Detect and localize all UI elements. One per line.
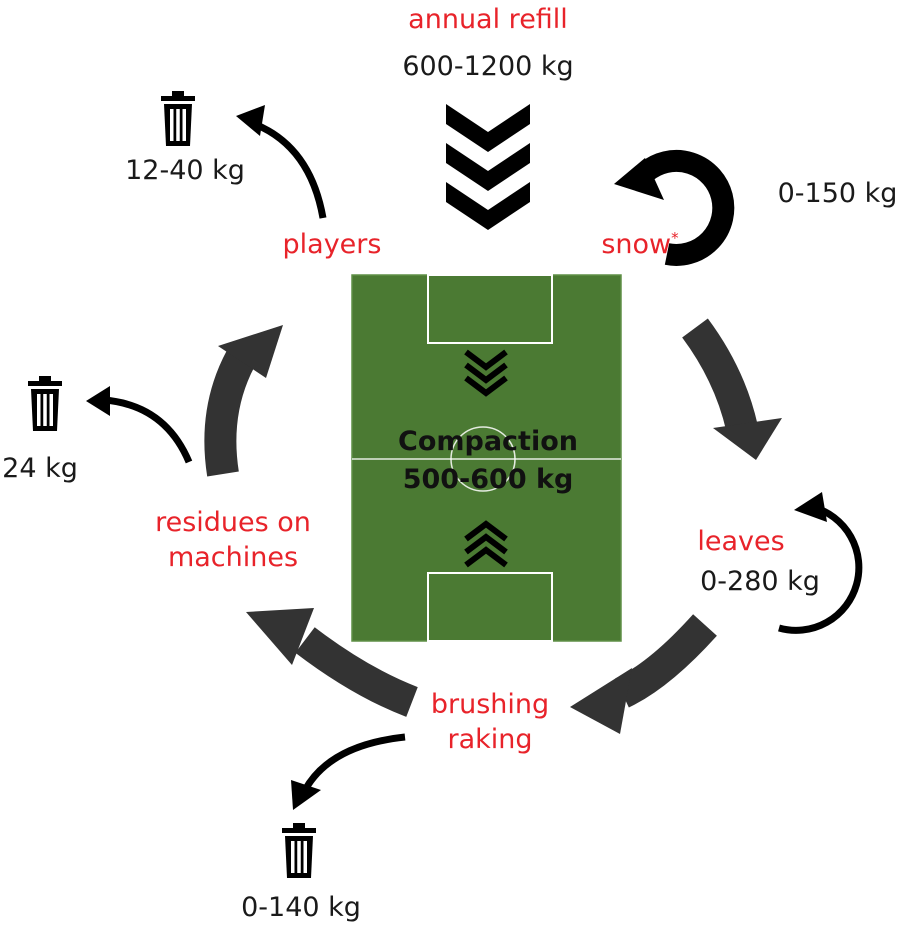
flow-arrow-brushing-to-residues (246, 608, 418, 717)
pitch-top-penalty-box (427, 274, 553, 344)
snow-label: snow* (601, 229, 679, 260)
compaction-label: Compaction (398, 426, 578, 457)
compaction-amount: 500-600 kg (402, 464, 574, 495)
brushing-loss-amount: 0-140 kg (241, 892, 361, 923)
brushing-label-line1: brushing (430, 689, 550, 720)
trash-can-icon (28, 376, 62, 431)
chevron-up-icon (464, 520, 508, 568)
flow-arrow-snow-to-leaves (682, 318, 782, 460)
pitch-centre-circle (450, 426, 516, 492)
players-label: players (282, 229, 382, 260)
snow-amount: 0-150 kg (777, 178, 898, 209)
residues-loss-amount: 24 kg (2, 453, 78, 484)
players-loss-amount: 12-40 kg (125, 155, 245, 186)
trash-can-icon (161, 91, 195, 146)
football-pitch (351, 274, 622, 642)
refill-chevrons-icon (446, 104, 530, 230)
loss-arrow-brushing (291, 733, 406, 810)
leaves-amount: 0-280 kg (700, 566, 820, 597)
flow-arrow-leaves-to-brushing (570, 614, 717, 734)
snow-cycle-arrow-icon (614, 149, 735, 266)
trash-can-icon (282, 823, 316, 878)
pitch-surface (352, 275, 621, 641)
loss-arrow-players (236, 105, 327, 219)
brushing-label-line2: raking (447, 724, 533, 755)
flow-arrow-residues-to-players (204, 325, 283, 477)
leaves-cycle-arrow-icon (778, 492, 863, 634)
leaves-label: leaves (697, 526, 785, 557)
annual-refill-amount: 600-1200 kg (402, 51, 574, 82)
annual-refill-label: annual refill (408, 4, 568, 35)
loss-arrow-residues (86, 386, 193, 464)
residues-label-line1: residues on (155, 507, 311, 538)
residues-label-line2: machines (167, 542, 299, 573)
chevron-down-icon (464, 349, 508, 397)
pitch-bottom-penalty-box (427, 572, 553, 642)
